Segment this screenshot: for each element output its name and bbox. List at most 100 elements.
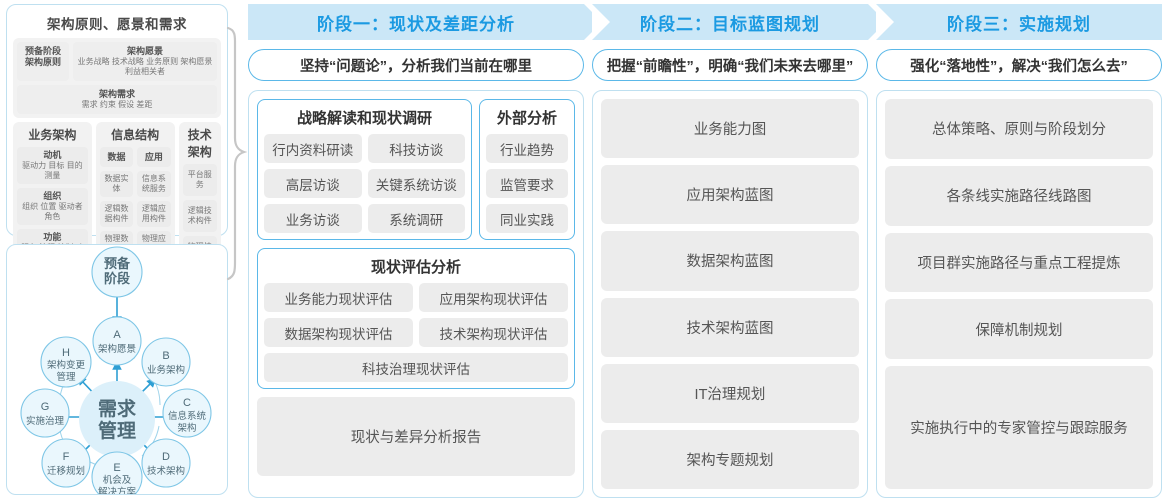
group-current-state-assessment-title: 现状评估分析 — [370, 259, 461, 276]
architecture-requirements-title: 架构需求 — [98, 89, 135, 99]
list-item[interactable]: 业务能力图 — [601, 99, 859, 159]
adm-cycle-diagram: 需求 管理 预备 阶段 A 架构愿景 B 业务架构 C 信息系统 架构 — [20, 246, 212, 494]
vision-row: 预备阶段 架构原则 架构愿景 业务战略 技术战略 业务原则 架构愿景 利益相关者 — [17, 42, 217, 81]
stage-1-subheader: 坚持“问题论”，分析我们当前在哪里 — [248, 49, 584, 81]
list-item[interactable]: 关键系统访谈 — [367, 169, 465, 198]
architecture-vision-cell: 架构愿景 业务战略 技术战略 业务原则 架构愿景 利益相关者 — [73, 42, 217, 81]
adm-center-line2: 管理 — [98, 419, 136, 442]
adm-node-b-key: B — [162, 350, 169, 362]
cell-logical-data-component-sub: 逻辑数据构件 — [104, 204, 129, 223]
list-item[interactable]: 项目群实施路径与重点工程提炼 — [885, 232, 1153, 293]
stage-2-body: 业务能力图 应用架构蓝图 数据架构蓝图 技术架构蓝图 IT治理规划 架构专题规划 — [592, 90, 868, 498]
preliminary-phase-line2: 架构原则 — [24, 57, 61, 67]
cell-logical-technology-component-sub: 逻辑技术构件 — [187, 206, 212, 225]
cell-application-header: 应用 — [137, 147, 171, 167]
stage-1-body: 战略解读和现状调研 行内资料研读 科技访谈 高层访谈 关键系统访谈 业务访谈 系… — [248, 90, 584, 498]
cell-motivation-sub: 驱动力 目标 目的 测量 — [22, 161, 83, 180]
list-item[interactable]: 应用架构现状评估 — [419, 283, 568, 312]
adm-node-d-label: 技术架构 — [147, 465, 185, 477]
adm-node-g-key: G — [41, 401, 50, 413]
cell-logical-application-component-sub: 逻辑应用构件 — [141, 204, 166, 223]
list-item[interactable]: 数据架构现状评估 — [264, 318, 413, 347]
group-strategy-research-title: 战略解读和现状调研 — [296, 110, 432, 127]
adm-node-g — [20, 388, 70, 438]
cell-platform-service-sub: 平台服务 — [187, 170, 212, 189]
adm-node-h — [40, 336, 92, 388]
group-current-state-assessment-items: 业务能力现状评估 应用架构现状评估 数据架构现状评估 技术架构现状评估 科技治理… — [264, 283, 568, 382]
cell-logical-data-component: 逻辑数据构件 — [99, 201, 134, 227]
adm-node-a — [92, 316, 142, 366]
list-item[interactable]: 应用架构蓝图 — [601, 165, 859, 225]
vision-requirements-band: 预备阶段 架构原则 架构愿景 业务战略 技术战略 业务原则 架构愿景 利益相关者… — [13, 38, 221, 118]
adm-node-b-label: 业务架构 — [147, 364, 185, 376]
preliminary-phase-cell: 预备阶段 架构原则 — [17, 42, 69, 81]
list-item[interactable]: 各条线实施路径线路图 — [885, 165, 1153, 226]
adm-node-c-label-1: 信息系统 — [168, 410, 207, 422]
list-item[interactable]: 架构专题规划 — [601, 429, 859, 490]
cell-logical-technology-component: 逻辑技术构件 — [182, 200, 217, 232]
cell-platform-service: 平台服务 — [182, 164, 217, 196]
cell-data-header: 数据 — [99, 147, 134, 167]
domain-technology-title: 技术架构 — [187, 128, 212, 159]
list-item[interactable]: 科技治理现状评估 — [264, 353, 568, 382]
adm-node-e — [91, 451, 143, 494]
cell-information-system-service-sub: 信息系统服务 — [141, 174, 166, 193]
info-data-column: 数据 数据实体 逻辑数据构件 物理数据构件 — [99, 147, 134, 257]
group-current-state-assessment: 现状评估分析 业务能力现状评估 应用架构现状评估 数据架构现状评估 技术架构现状… — [257, 248, 575, 389]
list-item[interactable]: 系统调研 — [367, 204, 465, 233]
architecture-vision-items: 业务战略 技术战略 业务原则 架构愿景 利益相关者 — [77, 57, 213, 76]
list-item[interactable]: 业务能力现状评估 — [264, 283, 413, 312]
stage-1-report-box[interactable]: 现状与差异分析报告 — [257, 397, 575, 476]
group-external-analysis-title: 外部分析 — [496, 110, 557, 127]
cell-motivation-cap: 动机 — [43, 150, 62, 160]
list-item[interactable]: 数据架构蓝图 — [601, 231, 859, 291]
domain-business-title: 业务架构 — [28, 128, 77, 142]
list-item[interactable]: 技术架构蓝图 — [601, 297, 859, 357]
cell-organization-sub: 组织 位置 驱动者 角色 — [22, 202, 83, 221]
list-item[interactable]: 行内资料研读 — [264, 134, 362, 163]
list-item[interactable]: 保障机制规划 — [885, 299, 1153, 360]
stage-2-subheader: 把握“前瞻性”，明确“我们未来去哪里” — [592, 49, 868, 81]
cell-motivation: 动机 驱动力 目标 目的 测量 — [17, 147, 88, 184]
list-item[interactable]: 同业实践 — [486, 204, 568, 233]
list-item[interactable]: IT治理规划 — [601, 363, 859, 423]
list-item[interactable]: 总体策略、原则与阶段划分 — [885, 99, 1153, 159]
cell-organization-cap: 组织 — [43, 191, 62, 201]
cell-application-header-cap: 应用 — [144, 151, 163, 162]
left-column: 架构原则、愿景和需求 预备阶段 架构原则 架构愿景 业务战略 技术战略 业务原则… — [6, 4, 228, 495]
list-item[interactable]: 监管要求 — [486, 169, 568, 198]
group-strategy-research-items: 行内资料研读 科技访谈 高层访谈 关键系统访谈 业务访谈 系统调研 — [264, 134, 465, 233]
list-item[interactable]: 业务访谈 — [264, 204, 362, 233]
adm-prelim-line2: 阶段 — [104, 271, 130, 286]
brace-connector-icon — [226, 26, 247, 281]
adm-node-c-label-2: 架构 — [177, 422, 196, 434]
stage-3-column: 阶段三：实施规划 强化“落地性”，解决“我们怎么去” 总体策略、原则与阶段划分 … — [876, 4, 1162, 498]
adm-node-g-label: 实施治理 — [26, 415, 65, 427]
adm-node-f-label: 迁移规划 — [47, 465, 85, 477]
domain-information-columns: 数据 数据实体 逻辑数据构件 物理数据构件 — [99, 147, 171, 257]
adm-node-b — [141, 337, 191, 387]
adm-node-a-label: 架构愿景 — [98, 343, 136, 355]
adm-node-a-key: A — [113, 329, 121, 341]
cell-data-entity-sub: 数据实体 — [104, 174, 129, 193]
list-item[interactable]: 科技访谈 — [367, 134, 465, 163]
list-item[interactable]: 技术架构现状评估 — [419, 318, 568, 347]
adm-prelim-line1: 预备 — [104, 256, 131, 271]
list-item[interactable]: 行业趋势 — [486, 134, 568, 163]
group-external-analysis-items: 行业趋势 监管要求 同业实践 — [486, 134, 568, 233]
adm-node-preliminary — [91, 246, 143, 298]
architecture-requirements-items: 需求 约束 假设 差距 — [81, 100, 153, 109]
stage-1-top-groups: 战略解读和现状调研 行内资料研读 科技访谈 高层访谈 关键系统访谈 业务访谈 系… — [257, 99, 575, 240]
stage-2-column: 阶段二：目标蓝图规划 把握“前瞻性”，明确“我们未来去哪里” 业务能力图 应用架… — [592, 4, 886, 498]
adm-node-d-key: D — [162, 451, 170, 463]
cell-data-header-cap: 数据 — [107, 151, 126, 162]
adm-center-circle — [79, 381, 155, 457]
adm-node-h-key: H — [62, 347, 70, 359]
domain-information-title: 信息结构 — [111, 128, 160, 142]
togaf-content-framework-panel: 架构原则、愿景和需求 预备阶段 架构原则 架构愿景 业务战略 技术战略 业务原则… — [6, 4, 228, 325]
list-item[interactable]: 实施执行中的专家管控与跟踪服务 — [885, 366, 1153, 489]
adm-node-e-label-1: 机会及 — [103, 474, 132, 486]
list-item[interactable]: 高层访谈 — [264, 169, 362, 198]
stage-1-column: 阶段一：现状及差距分析 坚持“问题论”，分析我们当前在哪里 战略解读和现状调研 … — [248, 4, 602, 498]
